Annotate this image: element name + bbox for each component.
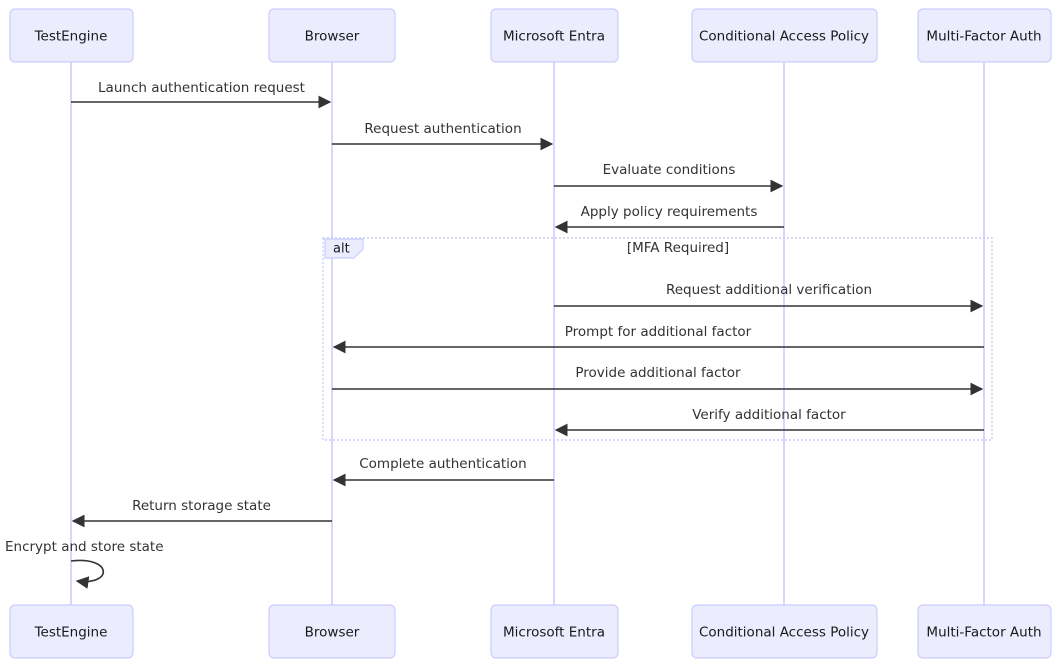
participant-box-mfa-bottom[interactable] [917, 604, 1052, 659]
message-label-6: Prompt for additional factor [565, 324, 752, 340]
participant-label-testengine-top: TestEngine [34, 29, 108, 45]
self-message-loop [70, 559, 105, 589]
participant-box-cap-top[interactable] [691, 8, 878, 63]
message-label-9: Complete authentication [359, 456, 527, 472]
message-label-3: Evaluate conditions [603, 162, 736, 178]
lifelines-group [70, 62, 985, 605]
participant-box-entra-top[interactable] [490, 8, 619, 63]
participants-top-group: TestEngine Browser Microsoft Entra Conditio… [9, 8, 1052, 63]
message-label-4: Apply policy requirements [581, 204, 758, 220]
participant-label-testengine-bottom: TestEngine [34, 625, 108, 641]
fragment-condition-label: [MFA Required] [627, 240, 729, 256]
participant-box-cap-bottom[interactable] [691, 604, 878, 659]
self-message-group: Encrypt and store state [5, 539, 164, 589]
participant-box-testengine-bottom[interactable] [9, 604, 134, 659]
fragment-alt-box [322, 237, 993, 441]
fragment-tag-shape [324, 238, 364, 259]
participant-label-mfa-bottom: Multi-Factor Auth [926, 625, 1041, 641]
participant-box-mfa-top[interactable] [917, 8, 1052, 63]
participant-label-entra-bottom: Microsoft Entra [503, 625, 605, 641]
participant-label-mfa-top: Multi-Factor Auth [926, 29, 1041, 45]
participant-label-browser-top: Browser [305, 29, 360, 45]
message-label-1: Launch authentication request [98, 80, 305, 96]
participant-box-browser-bottom[interactable] [268, 604, 396, 659]
message-label-10: Return storage state [132, 498, 271, 514]
participants-bottom-group: TestEngine Browser Microsoft Entra Conditio… [9, 604, 1052, 659]
message-label-5: Request additional verification [666, 282, 872, 298]
message-label-8: Verify additional factor [692, 407, 846, 423]
participant-box-browser-top[interactable] [268, 8, 396, 63]
message-label-7: Provide additional factor [575, 365, 741, 381]
fragment-tag-label: alt [333, 242, 350, 257]
self-message-label: Encrypt and store state [5, 539, 164, 555]
participant-box-testengine-top[interactable] [9, 8, 134, 63]
fragments-group: alt [MFA Required] [322, 237, 993, 441]
message-label-2: Request authentication [364, 121, 521, 137]
participant-label-cap-bottom: Conditional Access Policy [699, 625, 869, 641]
participant-label-browser-bottom: Browser [305, 625, 360, 641]
participant-label-entra-top: Microsoft Entra [503, 29, 605, 45]
participant-label-cap-top: Conditional Access Policy [699, 29, 869, 45]
participant-box-entra-bottom[interactable] [490, 604, 619, 659]
